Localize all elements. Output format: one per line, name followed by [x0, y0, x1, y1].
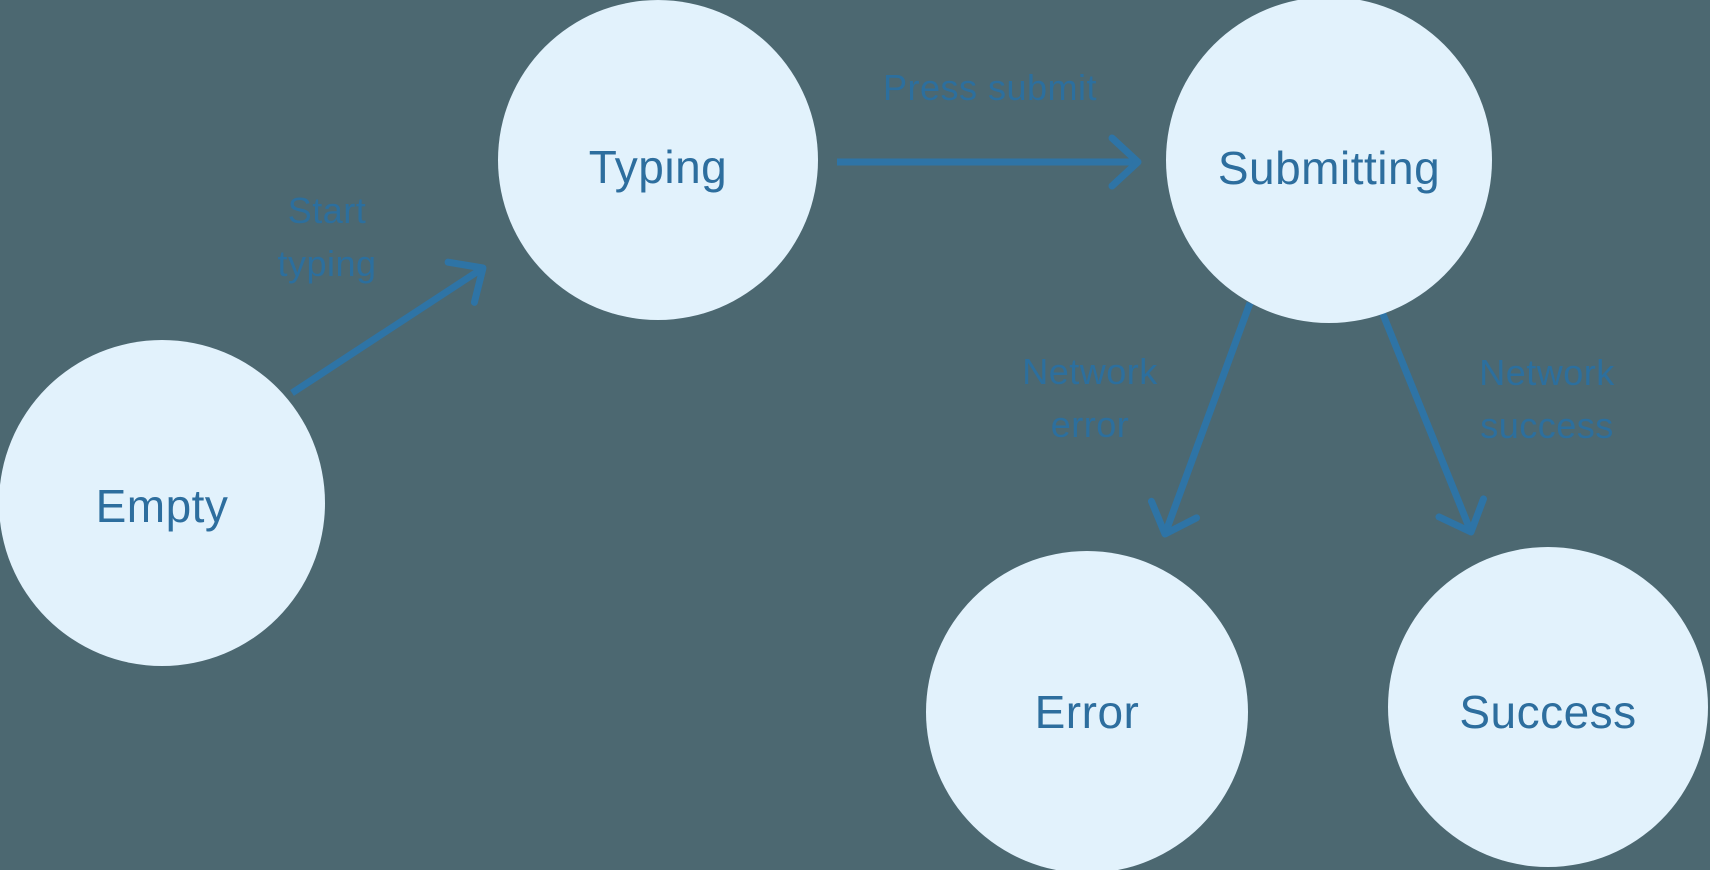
transition-label-press-submit: Press submit	[883, 67, 1097, 108]
transition-label-network-error-line1: Network	[1022, 351, 1158, 392]
state-circle-success	[1388, 547, 1708, 867]
state-node-submitting: Submitting	[1166, 0, 1492, 323]
arrow-submitting-to-error	[1147, 301, 1254, 538]
state-node-success: Success	[1388, 547, 1708, 867]
state-label-error: Error	[1035, 686, 1140, 738]
state-circle-error	[926, 551, 1248, 870]
state-circle-empty	[0, 340, 325, 666]
state-label-submitting: Submitting	[1218, 142, 1440, 194]
transition-label-network-success-line2: success	[1480, 405, 1614, 446]
transition-labels: Start typing Press submit Network error …	[277, 67, 1615, 446]
state-label-success: Success	[1459, 686, 1636, 738]
transition-label-network-success-line1: Network	[1479, 352, 1615, 393]
state-circle-submitting	[1166, 0, 1492, 323]
state-node-empty: Empty	[0, 340, 325, 666]
transition-arrows	[290, 134, 1488, 538]
state-label-empty: Empty	[96, 480, 229, 532]
transition-label-start-typing-line1: Start	[288, 190, 367, 231]
transition-label-start-typing-line2: typing	[277, 243, 376, 284]
state-circle-typing	[498, 0, 818, 320]
state-label-typing: Typing	[589, 141, 728, 193]
transition-label-network-error-line2: error	[1051, 404, 1130, 445]
arrow-empty-to-typing	[290, 258, 487, 396]
state-node-error: Error	[926, 551, 1248, 870]
arrow-submitting-to-success	[1376, 305, 1488, 536]
state-node-typing: Typing	[498, 0, 818, 320]
